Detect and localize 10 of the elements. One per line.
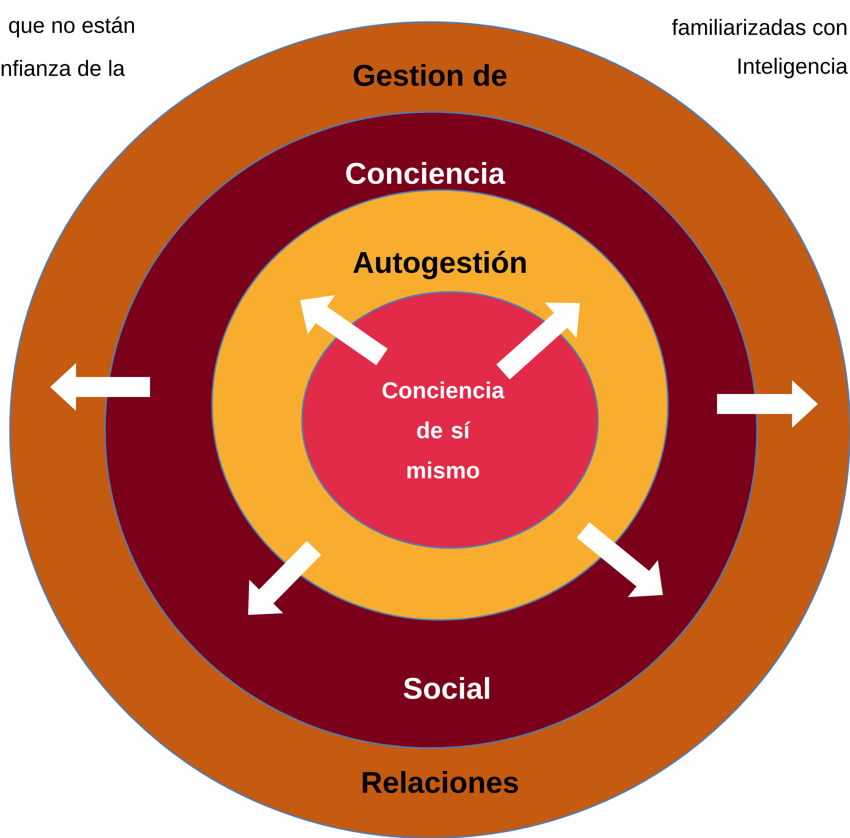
body-text: nfianza de la — [2, 60, 125, 76]
ring-label: Autogestión — [353, 250, 526, 280]
body-text: que no están — [9, 16, 134, 38]
ring-label: Social — [404, 677, 490, 700]
body-text: familiarizadas con — [672, 18, 846, 36]
ring-label: Conciencia de sí mismo — [382, 382, 504, 478]
ring-label: Relaciones — [362, 771, 518, 794]
ring-label: Conciencia — [346, 162, 506, 184]
ring-label: Gestion de — [354, 64, 506, 86]
body-text: Inteligencia — [738, 58, 848, 78]
